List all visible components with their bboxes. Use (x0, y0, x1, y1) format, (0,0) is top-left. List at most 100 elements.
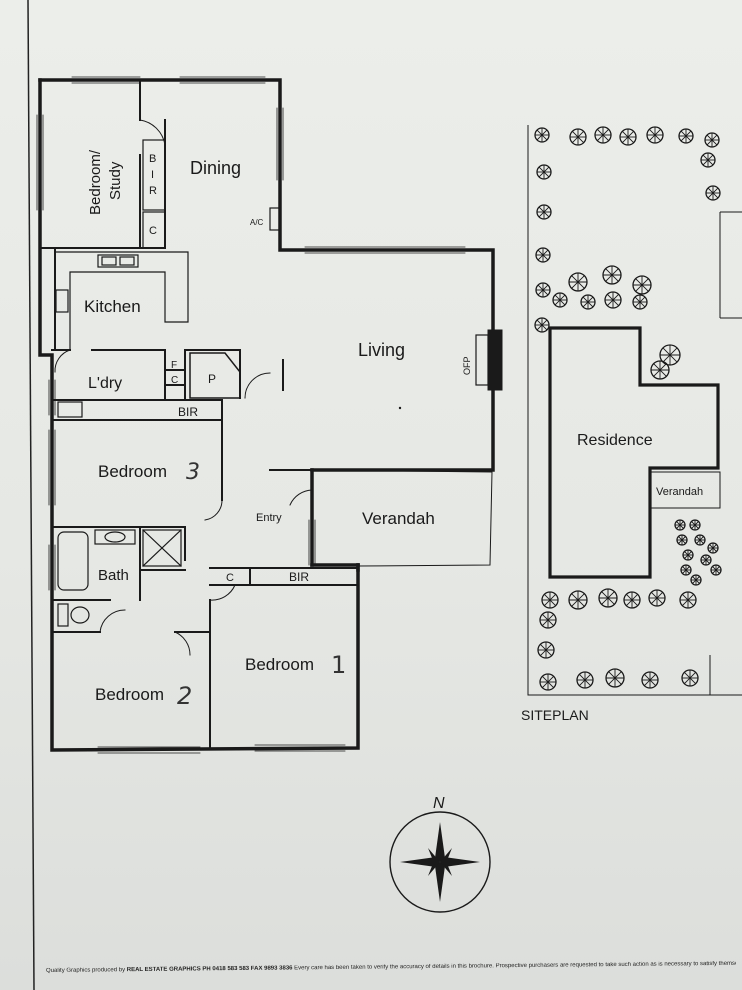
bedroom2-label: Bedroom (95, 685, 164, 704)
residence-label: Residence (577, 432, 653, 449)
tree-symbol-spoke (684, 551, 692, 559)
site-verandah-label: Verandah (656, 486, 703, 498)
bedroom1-number: 1 (331, 651, 346, 679)
tree-symbol-spoke (709, 544, 717, 552)
tree-symbol-spoke (571, 593, 585, 607)
windows (36, 76, 466, 754)
verandah-outline (311, 469, 493, 567)
residence-footprint (548, 326, 720, 579)
pantry-label: P (208, 372, 216, 386)
tree-symbol-spoke (676, 521, 684, 529)
f-label: F (171, 360, 177, 371)
ac-label: A/C (250, 218, 264, 227)
ofp-label: OFP (462, 356, 472, 375)
bath-fixtures (57, 529, 182, 627)
tree-symbol-spoke (582, 296, 594, 308)
entry-label: Entry (256, 512, 282, 524)
siteplan-title: SITEPLAN (521, 707, 589, 723)
tree-symbol-spoke (571, 275, 585, 289)
tree-symbol-spoke (536, 319, 548, 331)
pantry (189, 352, 241, 399)
tree-symbol-spoke (536, 129, 548, 141)
tree-symbol-spoke (696, 536, 704, 544)
tree-symbol-spoke (554, 294, 566, 306)
binding-margin-line (27, 0, 35, 990)
door-swings (54, 119, 313, 656)
tree-symbol-spoke (706, 134, 718, 146)
tree-symbol-spoke (682, 566, 690, 574)
tree-symbol-spoke (707, 187, 719, 199)
tree-symbol-spoke (542, 676, 554, 688)
bedroom3-label: Bedroom (98, 462, 167, 481)
tree-symbol-spoke (635, 278, 649, 292)
tree-symbol-spoke (682, 594, 694, 606)
tree-symbol-spoke (538, 166, 550, 178)
bir-label-bed3: BIR (178, 405, 198, 419)
tree-symbol-spoke (601, 591, 615, 605)
tree-symbol-spoke (684, 672, 696, 684)
tree-symbol-spoke (662, 347, 678, 363)
kitchen-label: Kitchen (84, 297, 141, 316)
bir-r-label: R (149, 185, 157, 197)
laundry-trough (57, 401, 83, 418)
footer-company: REAL ESTATE GRAPHICS PH 0418 583 583 FAX… (126, 965, 293, 974)
tree-symbol-spoke (680, 130, 692, 142)
tree-symbol-spoke (597, 129, 609, 141)
living-label: Living (358, 340, 405, 360)
tree-symbol-spoke (678, 536, 686, 544)
tree-symbol-spoke (644, 674, 656, 686)
tree-symbol-spoke (544, 594, 556, 606)
bir-label-bed1: BIR (289, 570, 309, 584)
fireplace (475, 329, 503, 391)
tree-symbol-spoke (653, 363, 667, 377)
tree-symbol-spoke (651, 592, 663, 604)
compass-north-label: N (433, 795, 445, 812)
north-compass: N (389, 795, 491, 913)
tree-symbol-spoke (702, 154, 714, 166)
tree-symbol-spoke (702, 556, 710, 564)
laundry-label: L'dry (88, 375, 122, 392)
tree-symbol-spoke (605, 268, 619, 282)
tree-symbol-spoke (537, 249, 549, 261)
tree-symbol-spoke (626, 594, 638, 606)
cupboard-label-bed1: C (226, 572, 234, 584)
bath-label: Bath (98, 567, 129, 584)
verandah-label: Verandah (362, 509, 435, 528)
tree-symbol-spoke (692, 576, 700, 584)
bedroom2-number: 2 (177, 682, 192, 710)
bir-b-label: B (149, 153, 156, 165)
kitchen-bench (54, 251, 189, 351)
bedroom3-number: 3 (186, 460, 200, 485)
site-plan: Residence Verandah SITEPLAN (521, 125, 742, 723)
tree-symbol-spoke (712, 566, 720, 574)
bir-i-label: I (151, 169, 154, 181)
tree-symbol-spoke (542, 614, 554, 626)
bedroom1-label: Bedroom (245, 655, 314, 674)
study-bir (142, 139, 166, 249)
dining-label: Dining (190, 158, 241, 178)
tree-symbol-spoke (607, 294, 619, 306)
footer-prefix: Quality Graphics produced by (46, 967, 126, 974)
main-floor-plan (36, 76, 503, 754)
tree-symbol-spoke (608, 671, 622, 685)
tree-symbol-spoke (537, 284, 549, 296)
tree-symbol-spoke (649, 129, 661, 141)
tree-symbol-spoke (634, 296, 646, 308)
tree-symbol-spoke (540, 644, 552, 656)
cupboard-label-laundry: C (171, 375, 178, 386)
site-verandah-outline (649, 471, 721, 509)
tree-symbol-spoke (572, 131, 584, 143)
tree-symbol-spoke (579, 674, 591, 686)
room-labels: Bedroom/ Study B I R C Dining A/C Kitche… (84, 149, 472, 710)
tree-symbol-spoke (538, 206, 550, 218)
site-boundary (527, 125, 742, 696)
interior-walls (39, 79, 359, 749)
tree-symbol-spoke (691, 521, 699, 529)
ac-unit (269, 207, 281, 231)
site-trees (534, 126, 722, 691)
tree-symbol-spoke (622, 131, 634, 143)
outer-walls (38, 78, 495, 752)
cupboard-label-study: C (149, 225, 157, 237)
